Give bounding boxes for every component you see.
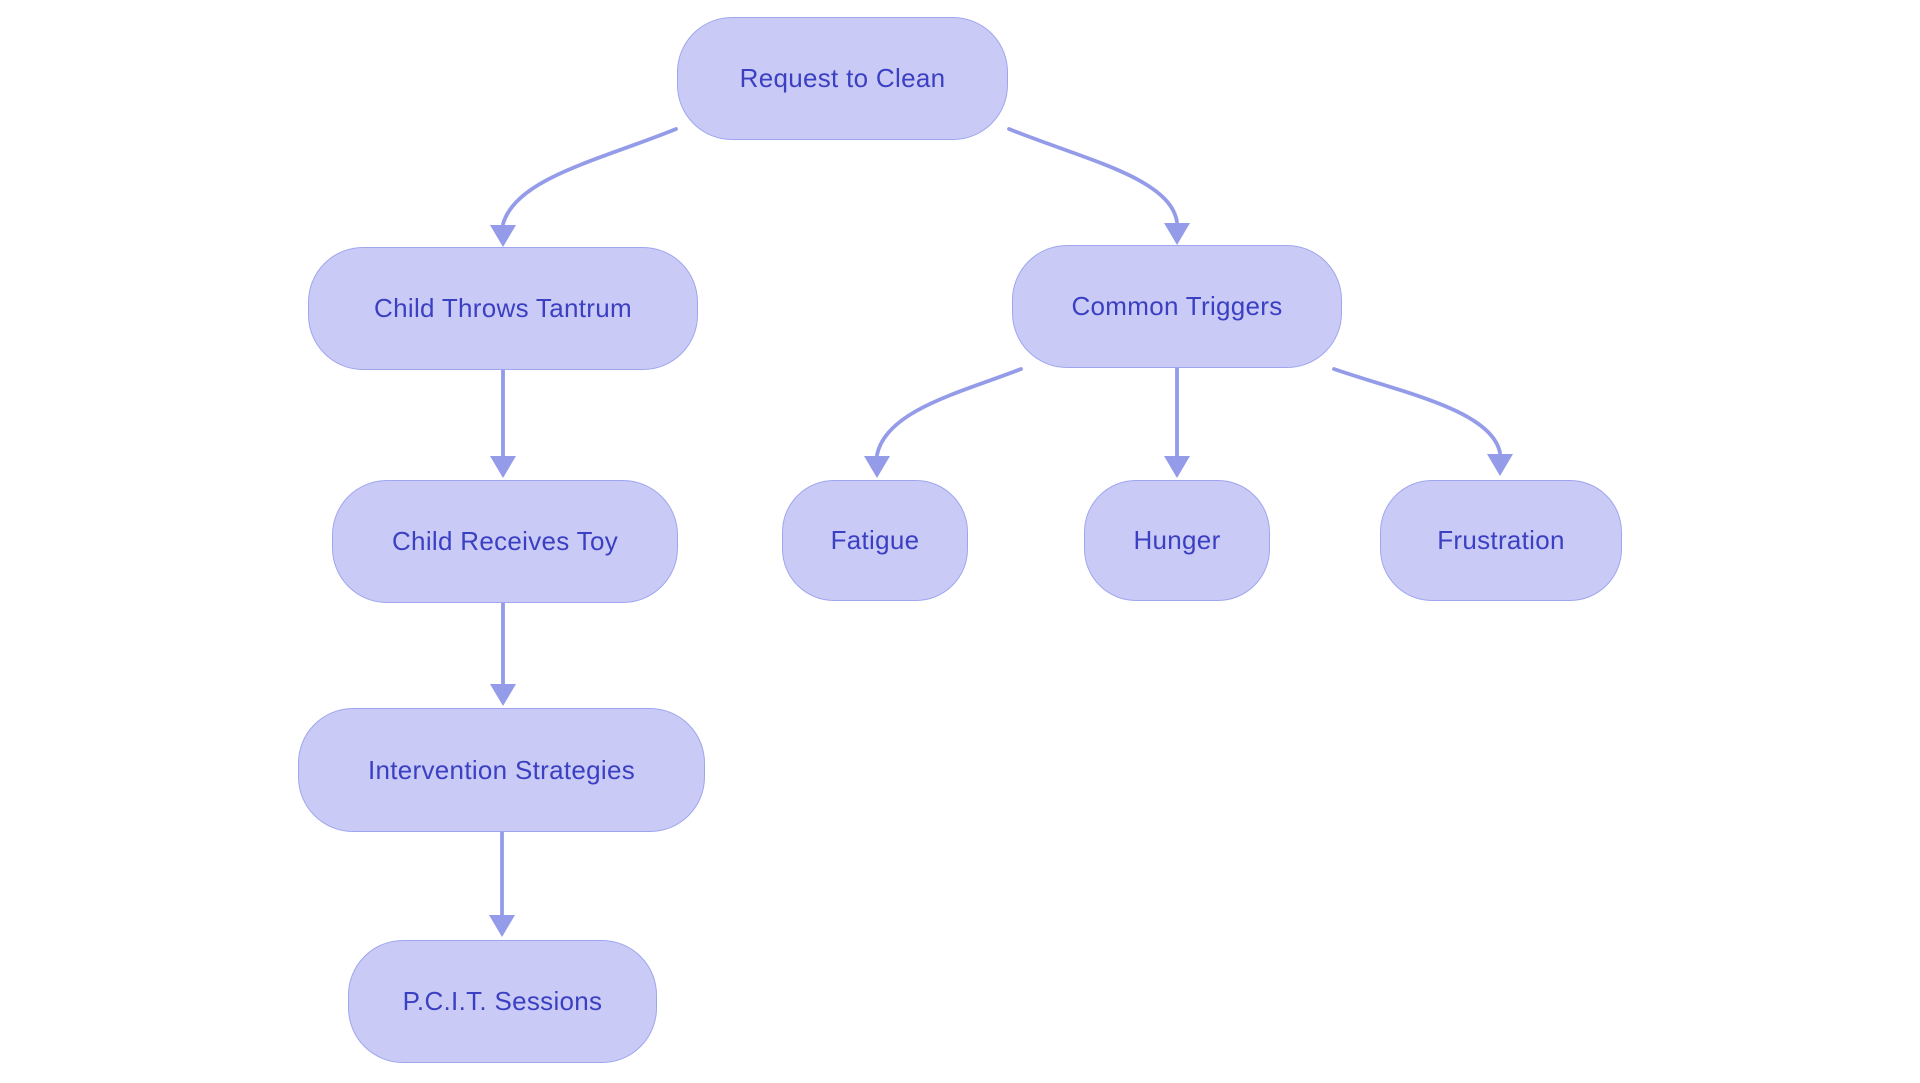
node-hunger: Hunger bbox=[1084, 480, 1270, 601]
node-fatigue-label: Fatigue bbox=[830, 525, 920, 555]
node-child-receives-toy: Child Receives Toy bbox=[332, 480, 678, 603]
node-child-receives-toy-label: Child Receives Toy bbox=[391, 526, 619, 556]
edge-request-to-clean--common-triggers bbox=[1007, 127, 1179, 224]
arrowhead-hunger bbox=[1164, 456, 1190, 478]
node-frustration-label: Frustration bbox=[1437, 525, 1565, 555]
node-common-triggers: Common Triggers bbox=[1012, 245, 1342, 368]
node-child-throws-tantrum: Child Throws Tantrum bbox=[308, 247, 698, 370]
arrowhead-common-triggers bbox=[1164, 223, 1190, 245]
node-request-to-clean: Request to Clean bbox=[677, 17, 1008, 140]
node-intervention-strategies-label: Intervention Strategies bbox=[367, 754, 636, 785]
node-common-triggers-label: Common Triggers bbox=[1071, 291, 1283, 321]
node-pcit-sessions-label: P.C.I.T. Sessions bbox=[402, 986, 603, 1016]
node-intervention-strategies: Intervention Strategies bbox=[298, 708, 705, 832]
node-fatigue: Fatigue bbox=[782, 480, 968, 601]
node-child-throws-tantrum-label: Child Throws Tantrum bbox=[374, 293, 632, 323]
arrowhead-intervention-strategies bbox=[490, 684, 516, 706]
node-pcit-sessions: P.C.I.T. Sessions bbox=[348, 940, 657, 1063]
arrowhead-child-throws-tantrum bbox=[490, 225, 516, 247]
arrowhead-pcit-sessions bbox=[489, 915, 515, 937]
node-frustration: Frustration bbox=[1380, 480, 1622, 601]
edge-common-triggers--frustration bbox=[1332, 367, 1502, 455]
arrowhead-frustration bbox=[1487, 454, 1513, 476]
edge-common-triggers--fatigue bbox=[875, 367, 1023, 457]
arrowhead-fatigue bbox=[864, 456, 890, 478]
arrowhead-child-receives-toy bbox=[490, 456, 516, 478]
node-request-to-clean-label: Request to Clean bbox=[739, 63, 946, 93]
node-hunger-label: Hunger bbox=[1133, 525, 1221, 555]
edge-request-to-clean--child-throws-tantrum bbox=[501, 127, 678, 226]
